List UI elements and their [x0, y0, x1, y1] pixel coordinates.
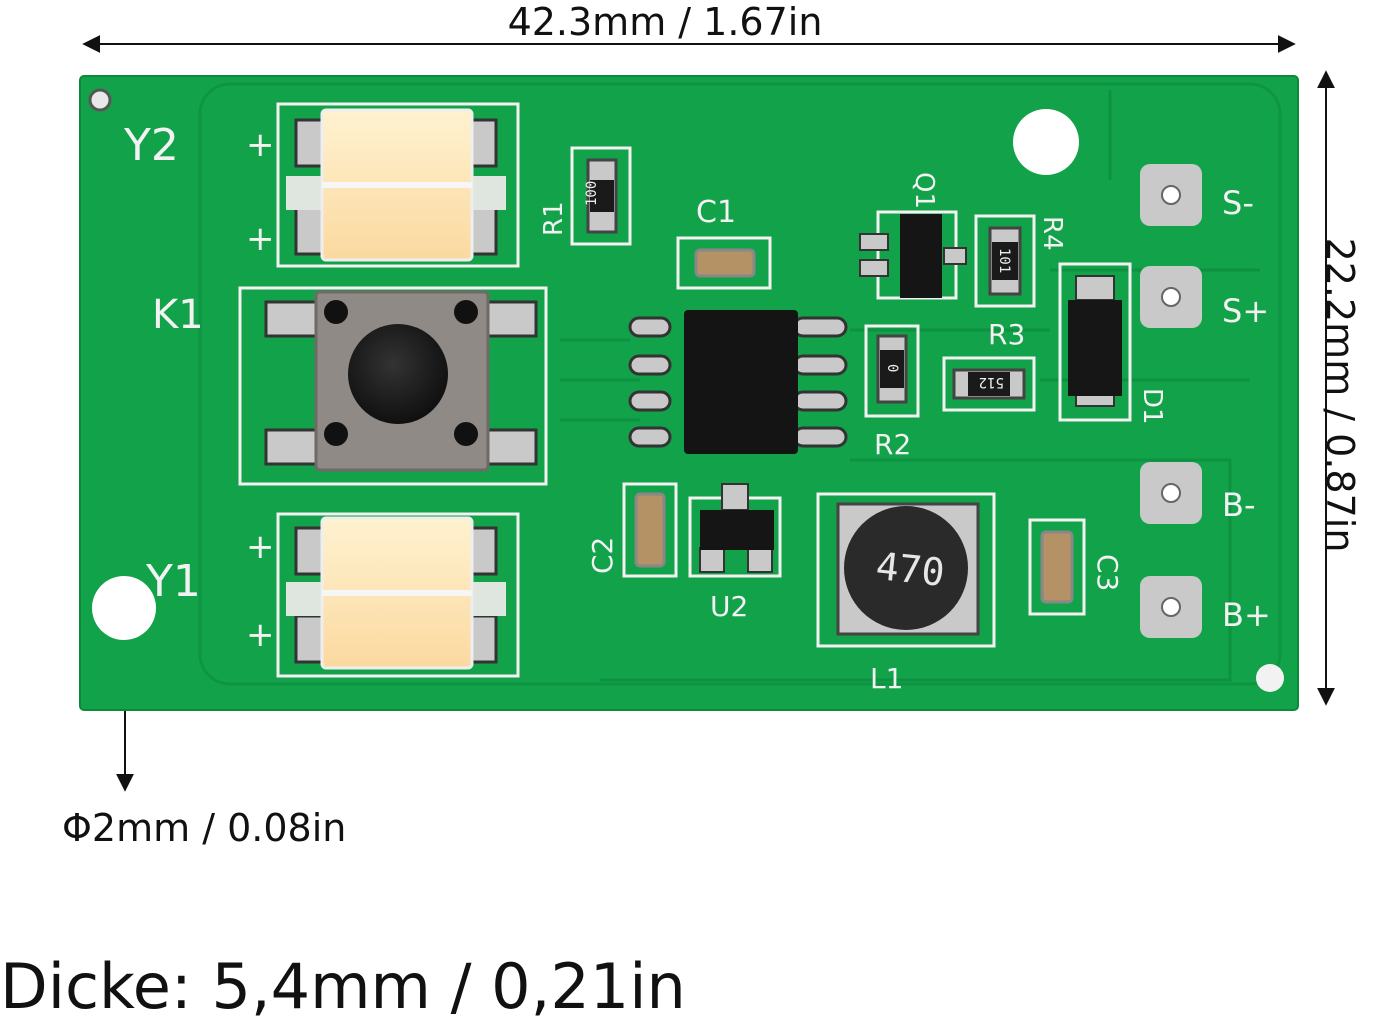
label-k1: K1 [152, 292, 204, 338]
small-hole-top-left [88, 88, 112, 112]
pad-b-minus [1140, 462, 1202, 524]
transistor-q1 [859, 210, 967, 300]
label-b-minus: B- [1222, 486, 1256, 524]
marking-r2: 0 [884, 364, 900, 372]
label-c1: C1 [696, 195, 736, 230]
marking-r4: 101 [996, 248, 1012, 273]
label-s-minus: S- [1222, 184, 1254, 222]
label-plus-y2-top: + [246, 125, 275, 165]
pad-b-plus [1140, 576, 1202, 638]
capacitor-c3 [1028, 518, 1086, 616]
label-r2: R2 [874, 428, 911, 461]
label-s-plus: S+ [1222, 292, 1269, 330]
led-y1 [276, 512, 520, 678]
label-plus-y2-bottom: + [246, 219, 275, 259]
label-r4: R4 [1037, 216, 1067, 251]
ic-chip [628, 310, 848, 454]
marking-inductor: 470 [874, 544, 947, 595]
diode-d1 [1058, 262, 1132, 422]
inductor-l1 [816, 492, 996, 648]
label-q1: Q1 [909, 172, 939, 209]
hole-dimension-label: Φ2mm / 0.08in [62, 806, 347, 850]
label-plus-y1-top: + [246, 527, 275, 567]
label-y1: Y1 [145, 556, 201, 607]
capacitor-c2 [622, 482, 678, 578]
label-c3: C3 [1091, 554, 1124, 591]
label-plus-y1-bottom: + [246, 615, 275, 655]
label-d1: D1 [1137, 388, 1167, 425]
pad-s-minus [1140, 164, 1202, 226]
resistor-r4 [974, 214, 1036, 308]
resistor-r3 [942, 356, 1036, 412]
small-hole-bottom-right [1256, 664, 1284, 692]
label-r3: R3 [988, 318, 1025, 351]
label-c2: C2 [586, 537, 619, 574]
marking-r3: 512 [979, 374, 1004, 390]
label-u2: U2 [710, 590, 748, 623]
mounting-hole-top [1013, 109, 1079, 175]
mounting-hole-bottom-left [92, 576, 156, 640]
regulator-u2 [688, 483, 782, 578]
resistor-r2 [864, 324, 920, 418]
label-r1: R1 [539, 201, 569, 236]
push-button-k1 [238, 286, 548, 486]
marking-r1: 100 [584, 181, 600, 206]
thickness-label: Dicke: 5,4mm / 0,21in [0, 950, 686, 1023]
led-y2 [276, 102, 520, 268]
capacitor-c1 [676, 236, 772, 290]
label-b-plus: B+ [1222, 596, 1271, 634]
pad-s-plus [1140, 266, 1202, 328]
label-y2: Y2 [123, 120, 179, 171]
label-l1: L1 [870, 662, 903, 695]
resistor-r1 [570, 146, 632, 246]
